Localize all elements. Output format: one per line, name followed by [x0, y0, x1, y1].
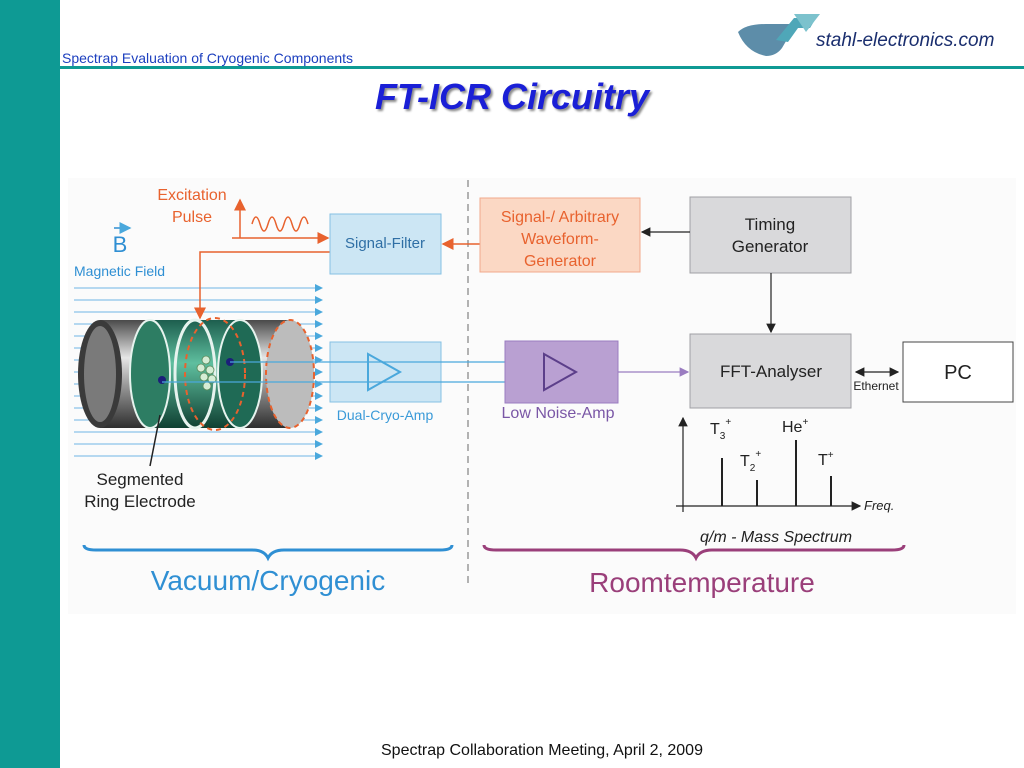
magnetic-field-symbol: B: [113, 232, 128, 257]
segmented-label-line1: Segmented: [97, 470, 184, 489]
penning-trap-cylinder: [78, 317, 315, 431]
excitation-label-line1: Excitation: [157, 187, 226, 204]
amplifier-icon: [367, 352, 403, 392]
segmented-label-line2: Ring Electrode: [84, 492, 196, 511]
roomtemperature-brace: [482, 544, 906, 562]
magnetic-field-label: Magnetic Field: [74, 263, 165, 279]
waveform-generator-line2: Waveform-: [521, 231, 599, 248]
ethernet-label: Ethernet: [853, 379, 899, 393]
timing-generator-line2: Generator: [732, 237, 809, 256]
dual-cryo-amp-box: [329, 341, 442, 403]
cryogenic-brace: [82, 544, 454, 562]
region-label-roomtemperature: Roomtemperature: [589, 567, 815, 598]
excitation-pulse-group: Excitation Pulse: [157, 187, 330, 320]
excitation-label-line2: Pulse: [172, 209, 212, 226]
header-rule: [60, 66, 1024, 69]
fft-analyser-box: [689, 333, 852, 409]
pc-box: [902, 341, 1014, 403]
signal-filter-label: Signal-Filter: [345, 235, 425, 252]
timing-generator-box: [689, 196, 852, 274]
low-noise-amp-box: [504, 340, 619, 404]
stahl-electronics-logo-icon: [738, 14, 820, 56]
footer-text: Spectrap Collaboration Meeting, April 2,…: [381, 742, 703, 759]
spectrum-caption: q/m - Mass Spectrum: [700, 529, 852, 546]
peak-label-t3: T3+: [710, 417, 731, 442]
waveform-generator-line1: Signal-/ Arbitrary: [501, 209, 619, 226]
header-subtitle: Spectrap Evaluation of Cryogenic Compone…: [62, 50, 354, 66]
excitation-waveform: [251, 216, 309, 232]
dual-cryo-amp-label: Dual-Cryo-Amp: [337, 407, 434, 423]
peak-label-t2: T2+: [740, 449, 761, 474]
signal-filter-box: [329, 213, 442, 275]
peak-label-he: He+: [782, 417, 808, 436]
fft-analyser-label: FFT-Analyser: [720, 362, 822, 381]
slide-title: FT-ICR Circuitry: [374, 76, 650, 117]
logo-text: stahl-electronics.com: [816, 30, 995, 51]
waveform-generator-line3: Generator: [524, 253, 597, 270]
pc-label: PC: [944, 362, 972, 384]
left-sidebar-band: [0, 0, 60, 768]
region-label-cryogenic: Vacuum/Cryogenic: [151, 565, 385, 596]
mass-spectrum-plot: T3+ T2+ He+ T+ Freq. q/m - Mass Spectrum: [676, 416, 894, 546]
low-noise-amp-label: Low Noise-Amp: [502, 405, 615, 422]
low-noise-amp-icon: [543, 352, 579, 392]
waveform-generator-box: [479, 197, 641, 273]
spectrum-axis-label: Freq.: [864, 498, 894, 513]
peak-label-t: T+: [818, 450, 834, 469]
timing-generator-line1: Timing: [745, 215, 795, 234]
